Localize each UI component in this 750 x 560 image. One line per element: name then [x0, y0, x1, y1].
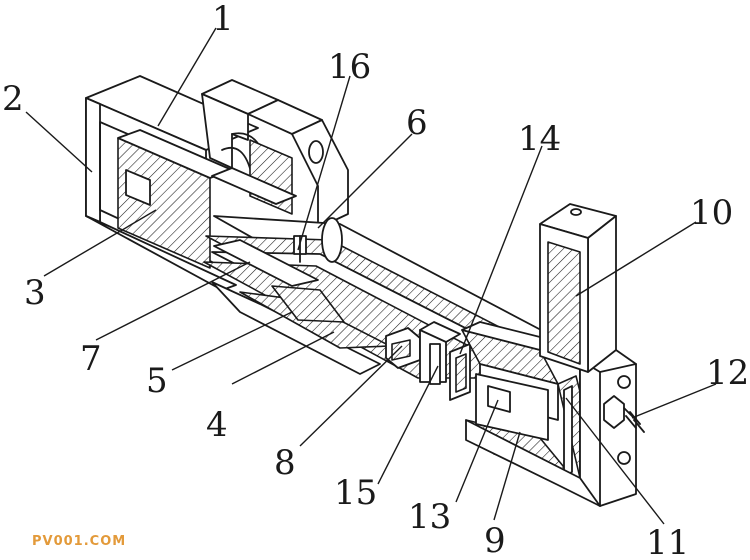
callout-9: 9 — [484, 521, 506, 560]
callout-13: 13 — [408, 497, 451, 537]
leader-lines — [25, 27, 717, 525]
watermark-text: PV001.COM — [32, 534, 126, 549]
callout-5: 5 — [146, 361, 168, 401]
callout-2: 2 — [2, 79, 24, 119]
main-shaft — [203, 215, 561, 379]
callout-4: 4 — [206, 405, 228, 445]
upper-clamp-block — [201, 79, 349, 229]
callout-15: 15 — [334, 473, 377, 513]
right-block — [461, 321, 645, 507]
upright-post — [539, 203, 617, 373]
callout-8: 8 — [274, 443, 296, 483]
callout-6: 6 — [406, 103, 428, 143]
callout-1: 1 — [212, 0, 234, 39]
callout-16: 16 — [328, 47, 371, 87]
callout-12: 12 — [706, 353, 749, 393]
callout-10: 10 — [690, 193, 733, 233]
callout-3: 3 — [24, 273, 46, 313]
callout-14: 14 — [518, 119, 561, 159]
middle-connector — [385, 321, 471, 401]
callout-11: 11 — [646, 523, 689, 560]
callout-7: 7 — [80, 339, 102, 379]
